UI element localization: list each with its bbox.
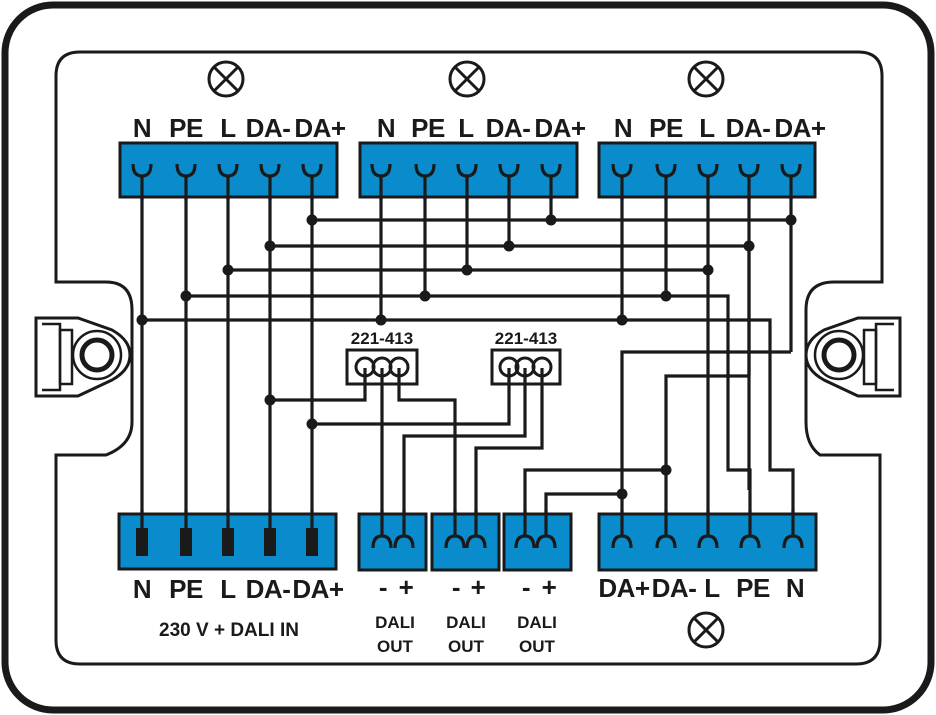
terminal-label: L bbox=[220, 574, 236, 604]
terminal-label: DA+ bbox=[774, 113, 826, 143]
terminal-label: - bbox=[522, 572, 530, 602]
screw-hole-icon bbox=[71, 329, 123, 381]
bottom-clamp-symbols bbox=[371, 510, 804, 549]
input-block: N PE L DA- DA+ 230 V + DALI IN bbox=[117, 510, 344, 641]
lamp-icon bbox=[687, 60, 725, 98]
wire-splice1-in bbox=[270, 368, 367, 402]
terminal-clamp-icon bbox=[535, 534, 557, 549]
terminal-label: PE bbox=[411, 113, 445, 143]
terminal-label: PE bbox=[169, 574, 203, 604]
terminal-clamp-icon bbox=[697, 534, 719, 549]
terminal-clamp-icon bbox=[611, 534, 633, 549]
dali-out-caption: OUT bbox=[448, 637, 485, 656]
terminal-clamp-icon bbox=[739, 534, 761, 549]
terminal-label: PE bbox=[736, 573, 770, 603]
terminal-label: DA+ bbox=[534, 113, 586, 143]
left-mounting-tab bbox=[34, 316, 132, 398]
terminal-label: L bbox=[220, 113, 236, 143]
terminal-label: DA- bbox=[246, 574, 291, 604]
terminal-clamp-icon bbox=[514, 534, 536, 549]
terminal-label: + bbox=[542, 572, 557, 602]
wire-bottom-da-plus bbox=[620, 350, 791, 535]
dali-out-caption: OUT bbox=[519, 637, 556, 656]
dali-output-3: - + DALI OUT bbox=[502, 512, 573, 656]
terminal-label: L bbox=[699, 113, 715, 143]
terminal-clamp-icon bbox=[393, 534, 415, 549]
terminal-block bbox=[357, 512, 428, 572]
wire-splice2-in bbox=[312, 368, 511, 426]
terminal-clamp-icon bbox=[371, 534, 393, 549]
wires bbox=[140, 172, 795, 535]
part-number-label: 221-413 bbox=[495, 329, 557, 348]
junctions bbox=[136, 214, 797, 500]
terminal-label: N bbox=[786, 573, 804, 603]
dali-out-caption: DALI bbox=[517, 613, 557, 632]
wire-bottom-da-minus bbox=[664, 374, 749, 535]
terminal-label: L bbox=[704, 573, 720, 603]
wire-splice2-out-a bbox=[402, 368, 527, 535]
terminal-label: DA+ bbox=[292, 574, 344, 604]
lamp-icon bbox=[207, 60, 245, 98]
terminal-pin bbox=[180, 528, 192, 556]
splice-connector-1: 221-413 bbox=[345, 329, 419, 386]
terminal-label: L bbox=[458, 113, 474, 143]
terminal-clamp-icon bbox=[444, 534, 466, 549]
dali-out-caption: DALI bbox=[446, 613, 486, 632]
dali-out-caption: DALI bbox=[375, 613, 415, 632]
terminal-block bbox=[430, 512, 501, 572]
dali-output-2: - + DALI OUT bbox=[430, 512, 501, 656]
terminal-label: PE bbox=[649, 113, 683, 143]
terminal-label: PE bbox=[169, 113, 203, 143]
terminal-label: N bbox=[133, 574, 151, 604]
lamp-icon bbox=[448, 60, 486, 98]
right-mounting-tab bbox=[804, 316, 902, 398]
terminal-pin bbox=[136, 528, 148, 556]
terminal-label: DA- bbox=[652, 573, 697, 603]
terminal-label: DA- bbox=[246, 113, 291, 143]
terminal-label: N bbox=[377, 113, 395, 143]
part-number-label: 221-413 bbox=[351, 329, 413, 348]
terminal-label: DA- bbox=[726, 113, 771, 143]
terminal-label: DA+ bbox=[598, 573, 650, 603]
terminal-label: N bbox=[133, 113, 151, 143]
bus-n bbox=[142, 318, 795, 535]
splice-connector-2: 221-413 bbox=[490, 329, 562, 386]
terminal-pin bbox=[222, 528, 234, 556]
inner-panel bbox=[54, 50, 884, 666]
terminal-label: + bbox=[399, 572, 414, 602]
terminal-label: DA- bbox=[486, 113, 531, 143]
dali-output-1: - + DALI OUT bbox=[357, 512, 428, 656]
terminal-label: - bbox=[452, 572, 460, 602]
terminal-pin bbox=[264, 528, 276, 556]
terminal-pin bbox=[306, 528, 318, 556]
terminal-label: + bbox=[471, 572, 486, 602]
lamp-icon bbox=[687, 611, 725, 649]
bus-pe bbox=[186, 294, 752, 535]
top-clamp-symbols bbox=[131, 163, 802, 200]
terminal-clamp-icon bbox=[465, 534, 487, 549]
terminal-label: - bbox=[379, 572, 387, 602]
terminal-clamp-icon bbox=[655, 534, 677, 549]
dali-out-caption: OUT bbox=[377, 637, 414, 656]
terminal-label: N bbox=[614, 113, 632, 143]
wire-splice1-out-b bbox=[397, 368, 457, 535]
input-caption: 230 V + DALI IN bbox=[159, 620, 299, 641]
bottom-output: DA+ DA- L PE N bbox=[597, 512, 818, 649]
terminal-clamp-icon bbox=[782, 534, 804, 549]
terminal-label: DA+ bbox=[294, 113, 346, 143]
wire-splice2-out-b bbox=[474, 368, 544, 535]
screw-hole-icon bbox=[813, 329, 865, 381]
